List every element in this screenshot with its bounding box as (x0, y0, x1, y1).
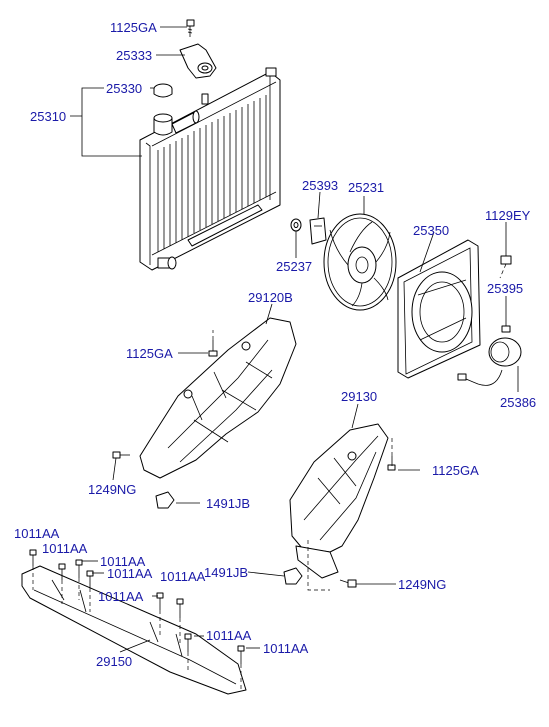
radiator-core-25310 (139, 67, 281, 271)
label-1249NG-left: 1249NG (88, 482, 136, 497)
label-25333: 25333 (116, 48, 152, 63)
washer-25237 (290, 218, 302, 232)
label-25237: 25237 (276, 259, 312, 274)
label-1011AA-7: 1011AA (206, 628, 252, 643)
label-1125GA-right: 1125GA (432, 463, 479, 478)
bolt-1125GA-top (186, 19, 195, 37)
label-1011AA-2: 1011AA (42, 541, 88, 556)
label-29150: 29150 (96, 654, 132, 669)
radiator-cap-25330 (153, 83, 173, 98)
leader-lines (70, 26, 519, 653)
bolt-1249NG-right (339, 579, 357, 588)
under-cover-29150 (21, 549, 247, 695)
label-1011AA-4: 1011AA (107, 566, 153, 581)
bolt-1249NG-left (112, 451, 130, 459)
motor-25386 (457, 337, 522, 386)
label-29120B: 29120B (248, 290, 293, 305)
part-labels: 1125GA 25333 25330 25310 25393 25231 112… (14, 20, 536, 669)
label-1011AA-1: 1011AA (14, 526, 60, 541)
label-1491JB-upper: 1491JB (206, 496, 250, 511)
shield-29130 (283, 423, 396, 588)
label-25350: 25350 (413, 223, 449, 238)
fan-25231 (323, 213, 397, 311)
label-25395: 25395 (487, 281, 523, 296)
label-29130: 29130 (341, 389, 377, 404)
fan-shroud-assembly (290, 213, 522, 386)
nut-1491JB-lower (283, 567, 303, 585)
label-25393: 25393 (302, 178, 338, 193)
label-1129EY: 1129EY (485, 208, 531, 223)
label-1011AA-5: 1011AA (160, 569, 206, 584)
shroud-25350 (397, 239, 481, 379)
label-1249NG-right: 1249NG (398, 577, 446, 592)
bolts-1011AA (29, 549, 245, 664)
label-1125GA-top: 1125GA (110, 20, 157, 35)
label-1011AA-8: 1011AA (263, 641, 309, 656)
bracket-25333 (179, 43, 217, 79)
clip-25393 (309, 217, 327, 245)
screw-25395 (501, 310, 511, 333)
nut-1491JB-upper (155, 491, 175, 509)
radiator-assembly (139, 19, 281, 271)
label-1011AA-6: 1011AA (98, 589, 144, 604)
label-25330: 25330 (106, 81, 142, 96)
label-25310: 25310 (30, 109, 66, 124)
label-1125GA-mid: 1125GA (126, 346, 173, 361)
shield-29120B (112, 317, 297, 509)
label-1011AA-3: 1011AA (100, 554, 146, 569)
screw-1129EY (500, 232, 512, 265)
label-25231: 25231 (348, 180, 384, 195)
label-1491JB-lower: 1491JB (204, 565, 248, 580)
dashed-guides (32, 263, 507, 690)
label-25386: 25386 (500, 395, 536, 410)
